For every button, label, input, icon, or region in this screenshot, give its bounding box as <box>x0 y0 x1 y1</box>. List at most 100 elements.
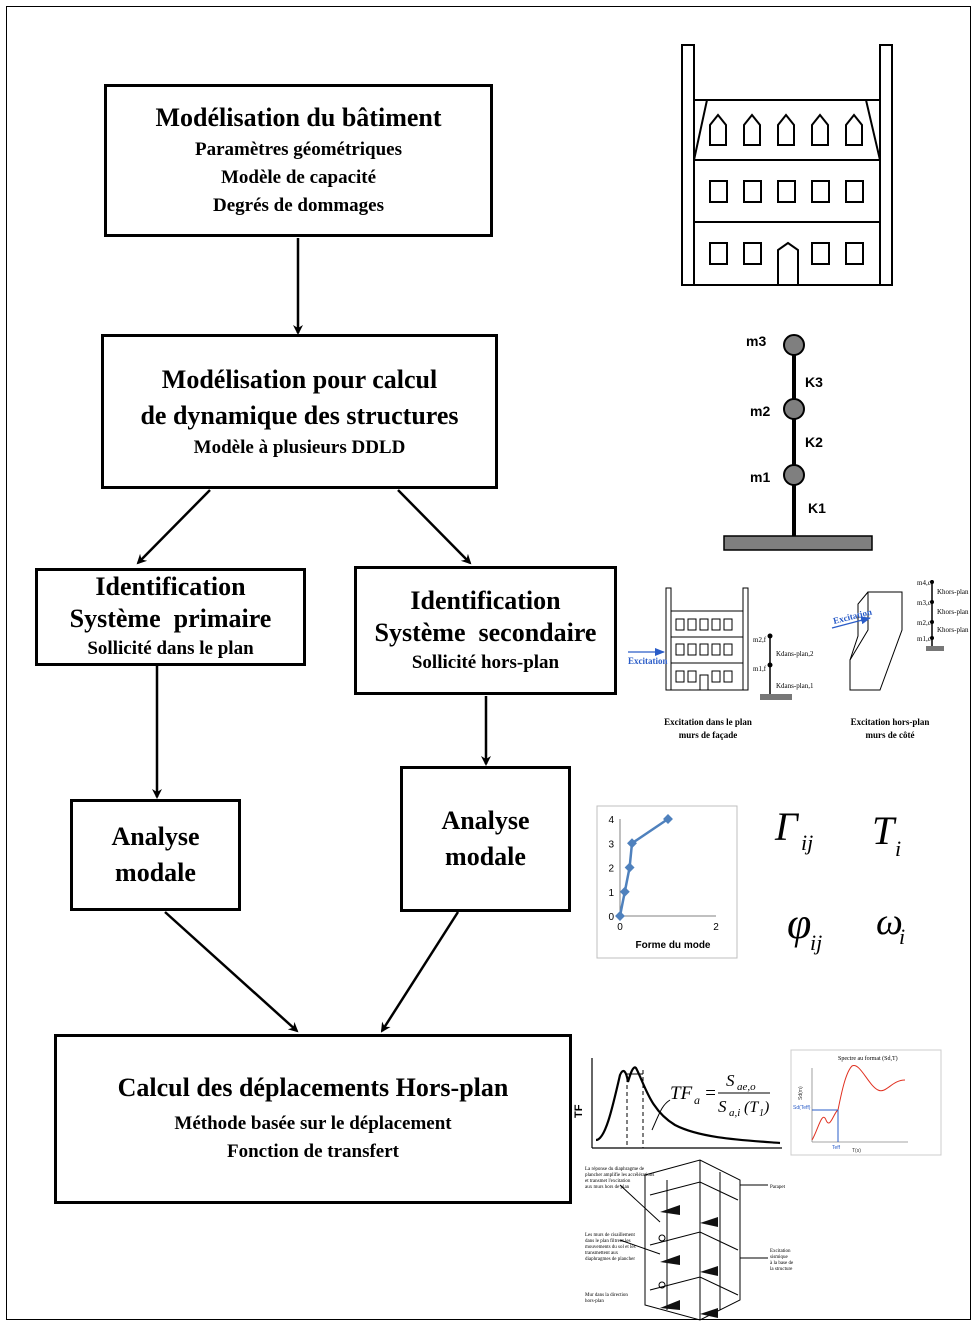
symbol-gamma: Γ <box>774 804 800 849</box>
box6-title-a: Analyse <box>441 806 530 835</box>
box7-title: Calcul des déplacements Hors-plan <box>117 1073 509 1102</box>
box3-title-b: Système primaire <box>69 604 272 633</box>
figure-frame <box>6 6 971 1320</box>
box3-title-a: Identification <box>95 572 246 601</box>
b3d-r2: Excitation <box>770 1249 791 1254</box>
arrow-2-3 <box>136 489 211 565</box>
spectrum-ylabel: Sd(m) <box>798 1086 804 1100</box>
box1-line1: Paramètres géométriques <box>195 138 402 160</box>
box2-title-a: Modélisation pour calcul <box>161 364 438 394</box>
b3d-l8: transmettent aux <box>585 1251 619 1256</box>
label-m2: m2 <box>750 403 770 419</box>
mass-m3 <box>783 334 805 356</box>
mode-y-tick: 4 <box>608 815 614 826</box>
b3d-l7: mouvements du sol et les <box>585 1245 636 1250</box>
mode-chart-xlabel: Forme du mode <box>635 940 710 951</box>
arrow-6-7 <box>380 911 460 1033</box>
box-systeme-secondaire: Identification Système secondaire Sollic… <box>354 566 617 695</box>
symbol-t: T <box>872 808 897 853</box>
box7-line1: Méthode basée sur le déplacement <box>174 1113 452 1134</box>
transfer-function-plot: TF TF a = S ae,o S a,i (T 1 ) <box>573 1058 782 1149</box>
mode-point <box>627 838 637 849</box>
label-k1: K1 <box>808 500 826 516</box>
modal-symbols: Γ ij T i φ ij ω i <box>774 804 905 955</box>
box4-line1: Sollicité hors-plan <box>411 651 560 673</box>
b3d-r5: la structure <box>770 1267 793 1272</box>
mode-point <box>624 862 635 873</box>
dormer-windows <box>709 113 863 146</box>
label-k3: K3 <box>805 374 823 390</box>
spectrum-plot: Spectre au format (Sd,T) Sd(m) T(s) Sd(T… <box>790 1049 942 1156</box>
b3d-l9: diaphragmes de plancher <box>585 1257 635 1262</box>
tf-den: S <box>718 1097 727 1116</box>
building-facade-illustration <box>681 44 893 286</box>
symbol-gamma-sub: ij <box>801 830 813 855</box>
tf-num-sub: ae,o <box>737 1081 756 1093</box>
label-m1f: m1,f <box>753 665 767 673</box>
mode-point <box>619 886 630 897</box>
box1-line3: Degrés de dommages <box>213 194 384 216</box>
middle-windows <box>709 180 864 203</box>
b3d-r1: Parapet <box>770 1185 786 1190</box>
svg-text:=: = <box>704 1083 717 1104</box>
ground-windows <box>709 241 864 285</box>
spectrum-sd-label: Sd(Teff) <box>793 1105 811 1111</box>
label-m3c: m3,c <box>917 599 931 607</box>
arrow-5-7 <box>164 911 299 1033</box>
label-m3: m3 <box>746 333 766 349</box>
box3-line1: Sollicité dans le plan <box>87 638 254 659</box>
b3d-r4: à la base de <box>770 1261 794 1266</box>
b3d-l3: et transmet l'excitation <box>585 1179 631 1184</box>
label-k2: K2 <box>805 434 823 450</box>
symbol-phi-sub: ij <box>810 930 822 955</box>
label-m4c: m4,c <box>917 579 931 587</box>
label-khp2: Khors-plan <box>937 608 969 616</box>
symbol-phi: φ <box>787 899 811 948</box>
b3d-r3: sismique <box>770 1255 789 1260</box>
b3d-l2: plancher amplifie les accélérations <box>585 1173 654 1178</box>
box7-line2: Fonction de transfert <box>226 1141 400 1162</box>
excitation-hors-plan-illustration: Excitation m4,c m3,c m2,c m1,c Khors-pla… <box>831 579 969 740</box>
box5-title-b: modale <box>115 858 196 887</box>
mode-x-tick: 0 <box>617 922 623 933</box>
box1-line2: Modèle de capacité <box>220 166 377 188</box>
mode-x-tick: 2 <box>713 922 719 933</box>
mass-m2 <box>783 398 805 420</box>
box-systeme-primaire: Identification Système primaire Sollicit… <box>35 568 306 666</box>
mode-y-tick: 1 <box>608 888 614 899</box>
box-modelisation-batiment: Modélisation du bâtiment Paramètres géom… <box>104 84 493 237</box>
b3d-l10: Mur dans la direction <box>585 1293 628 1298</box>
mode-y-tick: 2 <box>608 864 614 875</box>
b3d-l1: La réponse du diaphragme de <box>585 1167 645 1172</box>
excitation-plan-illustration: Excitation m2,f m1,f Kdans-plan,2 Kdans-… <box>628 587 814 740</box>
mode-y-tick: 3 <box>608 839 614 850</box>
symbol-omega-sub: i <box>899 924 905 949</box>
b3d-l4: aux murs hors de plan <box>585 1185 630 1190</box>
box2-line1: Modèle à plusieurs DDLD <box>193 436 406 458</box>
b3d-l11: hors-plan <box>585 1299 604 1304</box>
flow-arrows <box>136 238 491 1033</box>
b3d-l5: Les murs de cisaillement <box>585 1233 635 1238</box>
box6-title-b: modale <box>445 842 526 871</box>
box5-title-a: Analyse <box>111 822 200 851</box>
label-kplan2: Kdans-plan,2 <box>776 650 814 658</box>
label-khp3: Khors-plan <box>937 626 969 634</box>
tf-den-arg: (T <box>744 1099 759 1116</box>
label-m1c: m1,c <box>917 635 931 643</box>
box4-title-a: Identification <box>410 585 561 615</box>
label-kplan1: Kdans-plan,1 <box>776 682 814 690</box>
tf-lhs: TF <box>670 1083 693 1104</box>
tf-den-arg-sub: 1 <box>759 1108 764 1119</box>
lumped-mass-model: m3 m2 m1 K3 K2 K1 <box>723 333 873 551</box>
tf-ylabel: TF <box>573 1104 585 1118</box>
tf-lhs-sub: a <box>694 1093 700 1107</box>
tf-den-sub: a,i <box>729 1107 740 1119</box>
box4-title-b: Système secondaire <box>374 617 597 647</box>
box-analyse-modale-primaire: Analyse modale <box>70 799 241 911</box>
label-m2c: m2,c <box>917 619 931 627</box>
tf-num: S <box>726 1071 735 1090</box>
b3d-l6: dans le plan filtrent les <box>585 1239 631 1244</box>
mass-m1 <box>783 464 805 486</box>
